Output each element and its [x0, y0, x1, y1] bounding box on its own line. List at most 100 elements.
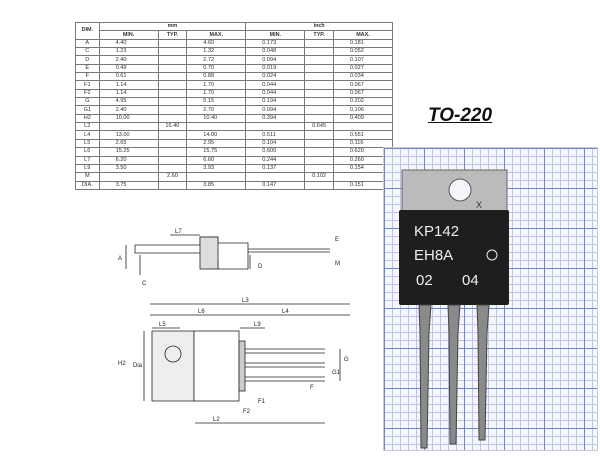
value-cell: 0.181 [332, 38, 394, 49]
marking-line2: EH8A [414, 247, 453, 264]
value-cell: 0.147 [245, 180, 306, 190]
value-cell: 0.094 [245, 55, 306, 65]
value-cell: 6.20 [98, 155, 159, 165]
sub-header-5: MAX. [332, 30, 394, 40]
value-cell [304, 80, 334, 90]
value-cell: 3.75 [98, 180, 159, 190]
side-view [125, 234, 330, 275]
dim-cell: M [75, 172, 100, 182]
value-cell: 0.394 [245, 113, 306, 124]
value-cell [98, 122, 159, 132]
value-cell: 15.25 [98, 147, 159, 157]
label-g1: G1 [332, 370, 341, 376]
value-cell: 15.75 [186, 147, 247, 157]
label-a: A [118, 256, 122, 262]
value-cell [304, 38, 334, 49]
value-cell: 3.93 [186, 163, 247, 174]
label-f1: F1 [258, 399, 266, 405]
dim-cell: F1 [75, 80, 100, 90]
value-cell: 1.70 [186, 80, 247, 90]
value-cell: 4.40 [98, 38, 159, 49]
value-cell [157, 55, 188, 65]
value-cell [332, 122, 394, 132]
dim-cell: L4 [75, 130, 100, 140]
value-cell: 13.00 [98, 130, 159, 140]
value-cell: 1.14 [98, 80, 159, 90]
value-cell: 0.106 [332, 105, 394, 115]
value-cell [304, 147, 334, 157]
value-cell: 0.202 [332, 97, 394, 107]
value-cell: 0.048 [245, 47, 306, 57]
value-cell: 0.024 [245, 72, 306, 82]
value-cell [304, 63, 334, 74]
value-cell [304, 55, 334, 65]
label-l5: L5 [159, 322, 166, 328]
value-cell: 0.104 [245, 138, 306, 149]
value-cell: 14.00 [186, 130, 247, 140]
value-cell [186, 172, 247, 182]
dim-cell: C [75, 47, 100, 57]
dim-cell: L6 [75, 147, 100, 157]
value-cell [157, 163, 188, 174]
value-cell [304, 138, 334, 149]
label-l3: L3 [242, 298, 249, 304]
marking-corner: X [476, 200, 482, 210]
value-cell: 2.65 [98, 138, 159, 149]
value-cell [157, 180, 188, 190]
package-drawing: L7 E A C D M L3 L6 L4 L5 L9 H2 Dia G G1 … [118, 229, 350, 424]
dim-cell: G1 [75, 105, 100, 115]
value-cell [186, 122, 247, 132]
dim-cell: D [75, 55, 100, 65]
label-f2: F2 [243, 409, 251, 415]
dim-cell: A [75, 38, 100, 49]
value-cell [157, 147, 188, 157]
value-cell [157, 155, 188, 165]
value-cell [245, 122, 306, 132]
value-cell [304, 72, 334, 82]
value-cell: 0.244 [245, 155, 306, 165]
value-cell: 0.551 [332, 130, 394, 140]
label-l4: L4 [282, 309, 289, 315]
dim-header: DIM. [75, 22, 100, 40]
value-cell [157, 138, 188, 149]
value-cell [304, 180, 334, 190]
value-cell: 1.23 [98, 47, 159, 57]
label-f: F [310, 385, 314, 391]
inch-header: inch [245, 21, 393, 32]
value-cell [304, 88, 334, 99]
value-cell: 1.32 [186, 47, 247, 57]
value-cell: 2.72 [186, 55, 247, 65]
value-cell: 0.044 [245, 80, 306, 90]
value-cell [157, 105, 188, 115]
transistor-image: X KP142 EH8A 02 04 [399, 169, 509, 449]
sub-header-2: MAX. [186, 30, 247, 40]
dim-cell: L9 [75, 163, 100, 174]
value-cell [304, 47, 334, 57]
value-cell: 0.034 [332, 72, 394, 82]
package-title: TO-220 [428, 105, 493, 126]
label-c: C [142, 281, 147, 287]
value-cell: 0.067 [332, 80, 394, 90]
value-cell: 10.00 [98, 113, 159, 124]
dim-cell: L5 [75, 138, 100, 149]
dim-cell: L7 [75, 155, 100, 165]
sub-header-4: TYP. [304, 30, 334, 40]
label-dia: Dia [133, 363, 143, 369]
dim-cell: H2 [75, 113, 100, 124]
value-cell: 0.61 [98, 72, 159, 82]
value-cell [304, 155, 334, 165]
label-l2: L2 [213, 417, 220, 423]
